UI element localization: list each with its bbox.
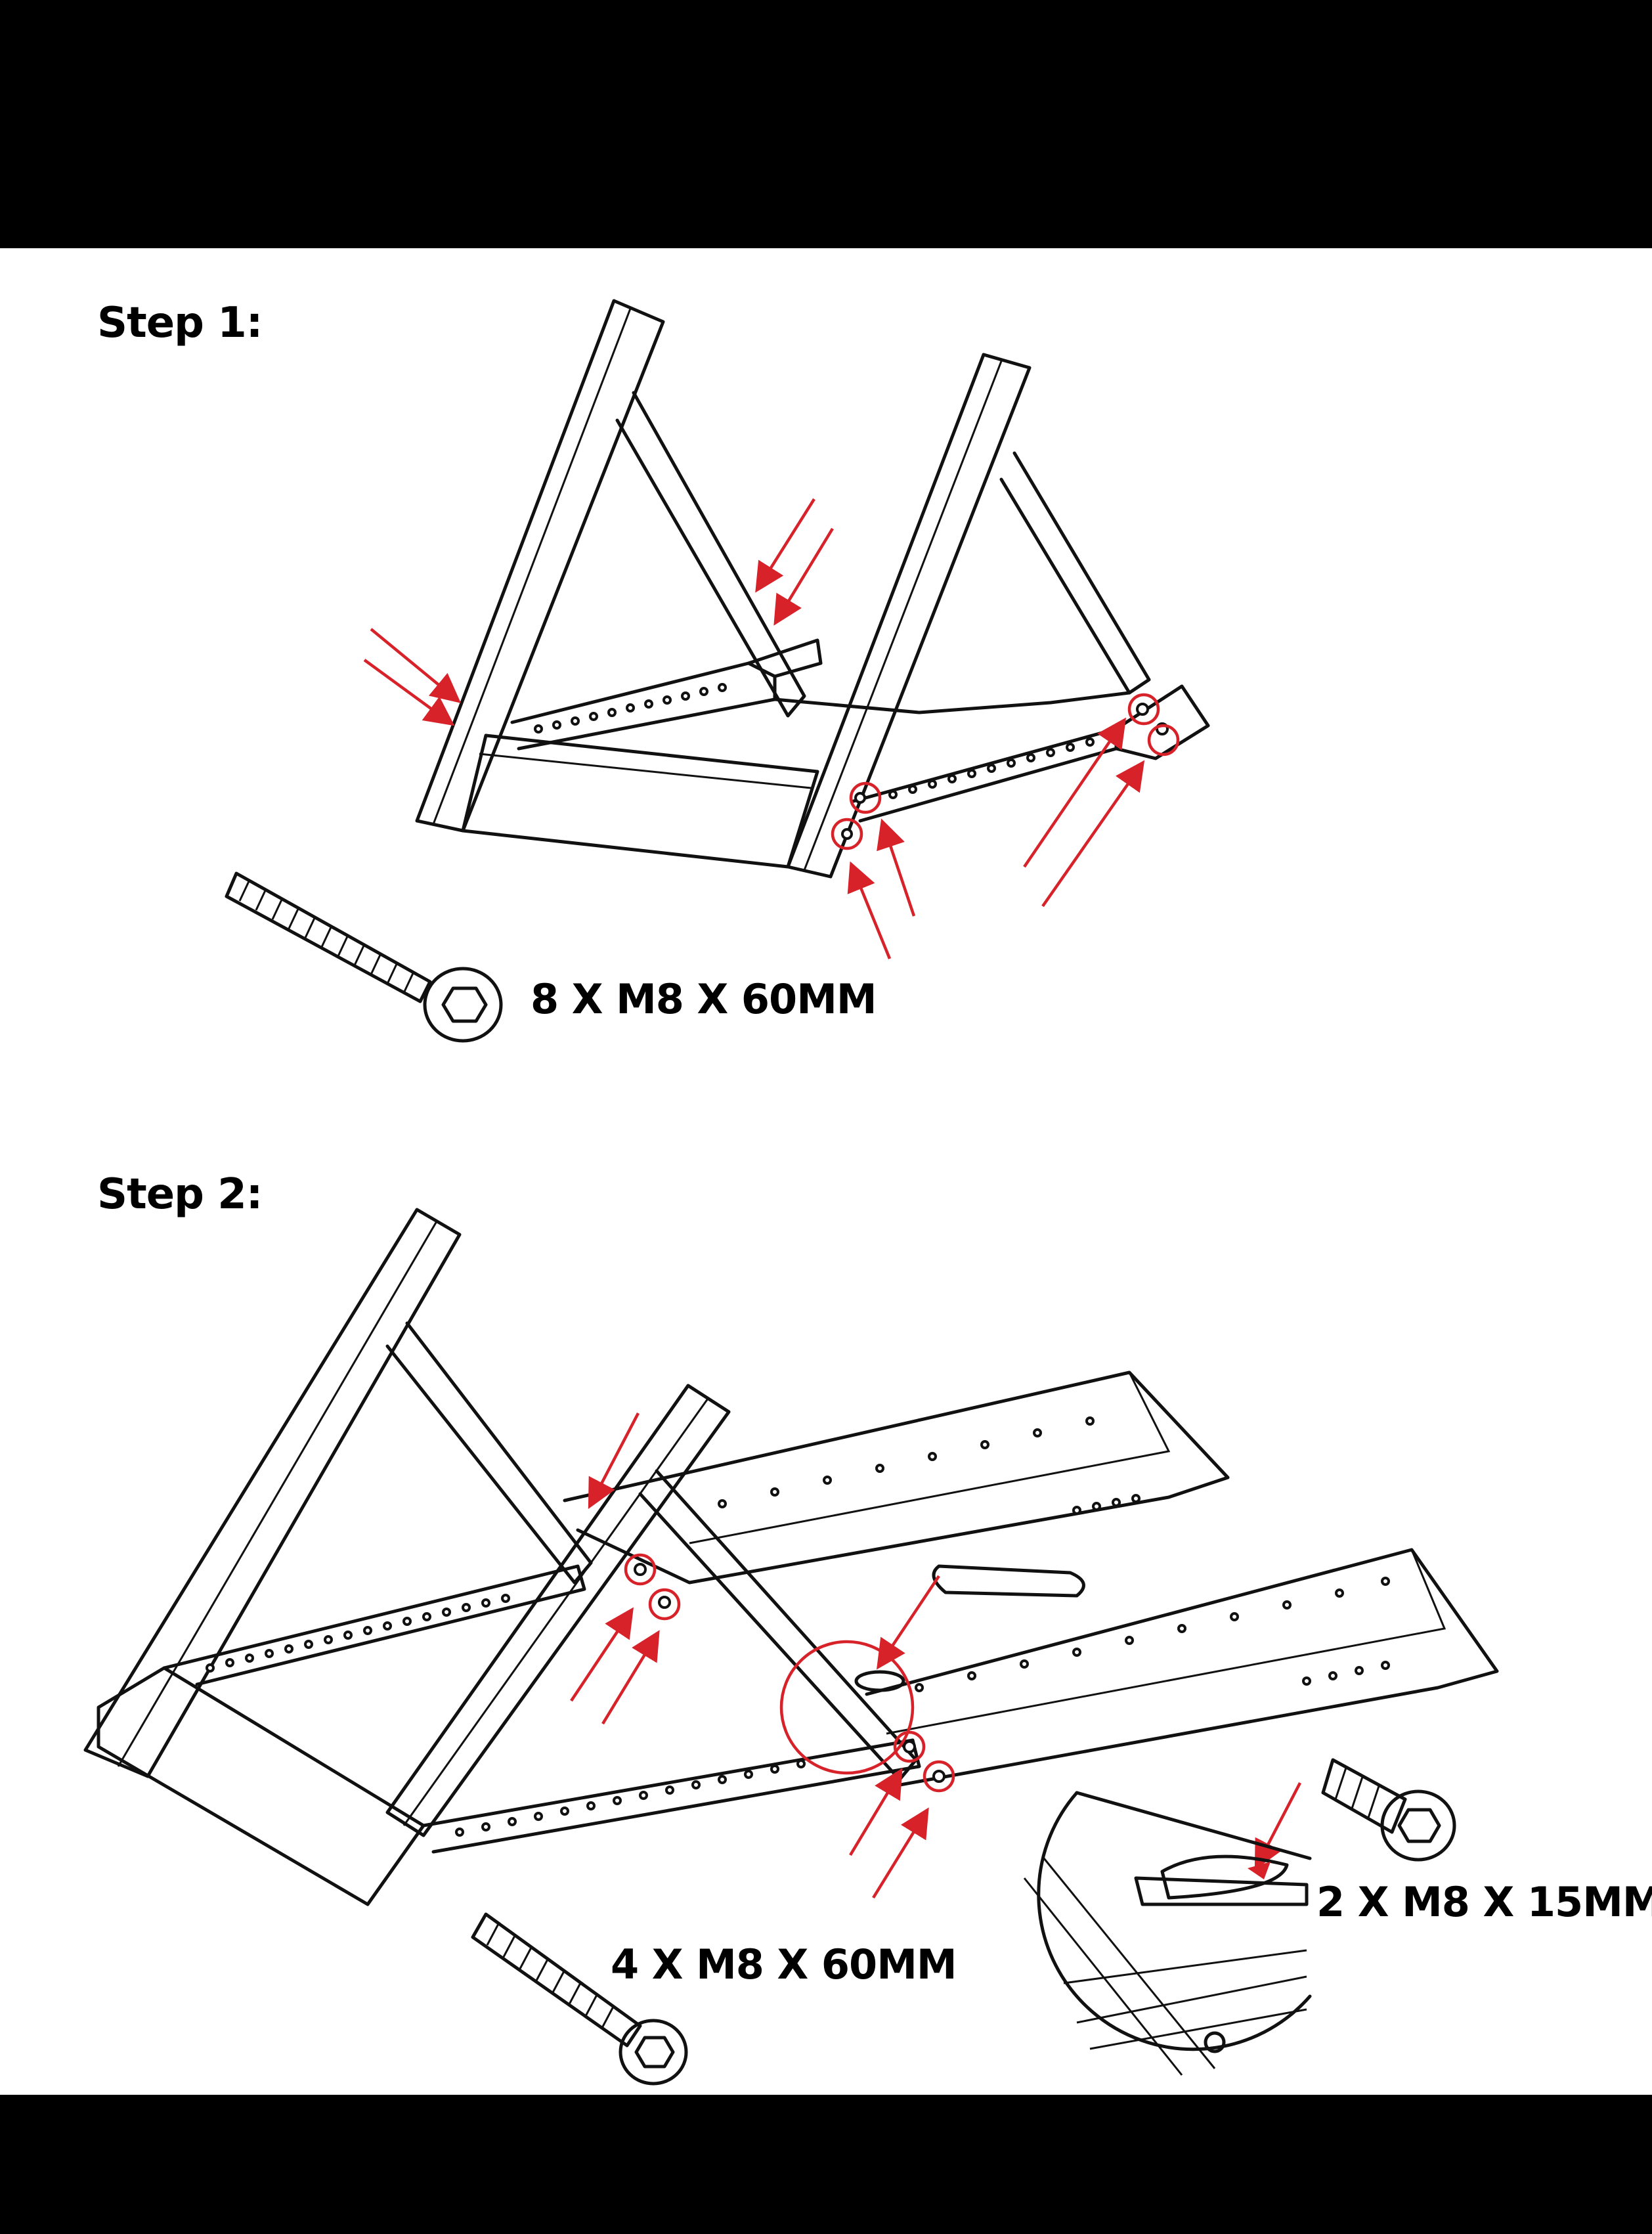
step-1-arrows	[363, 498, 1180, 959]
hex-socket-bolt-short-icon	[1321, 1758, 1456, 1862]
bottom-black-band	[0, 2095, 1652, 2234]
step-1-hole-row-right	[888, 737, 1095, 799]
step-1-title: Step 1:	[97, 299, 263, 347]
hex-socket-bolt-long-icon	[225, 871, 503, 1043]
plastic-insert-plug	[932, 1564, 1085, 1598]
step-2-hole-row-upper-rail	[718, 1416, 1141, 1515]
step-2-hole-row-back	[206, 1594, 510, 1673]
step-2-hole-row-lower-rail	[915, 1577, 1390, 1692]
magnified-detail-icon	[1023, 1791, 1312, 2076]
step-1-bolt-quantity: 8 X M8 X 60MM	[531, 975, 877, 1023]
step-1-frame-diagram	[415, 299, 1210, 879]
step-2-long-bolt-quantity: 4 X M8 X 60MM	[611, 1940, 957, 1988]
step-2-short-bolt-quantity: 2 X M8 X 15MM	[1316, 1878, 1652, 1926]
step-1-hole-row-back	[534, 683, 727, 734]
step-2-title: Step 2:	[97, 1170, 263, 1219]
step-2-frame-diagram	[83, 1208, 1499, 1906]
step-2-hole-row-front	[455, 1759, 806, 1837]
step-2-arrows	[570, 1412, 1301, 1899]
top-black-band	[0, 0, 1652, 248]
hex-socket-bolt-long-icon	[471, 1912, 688, 2086]
